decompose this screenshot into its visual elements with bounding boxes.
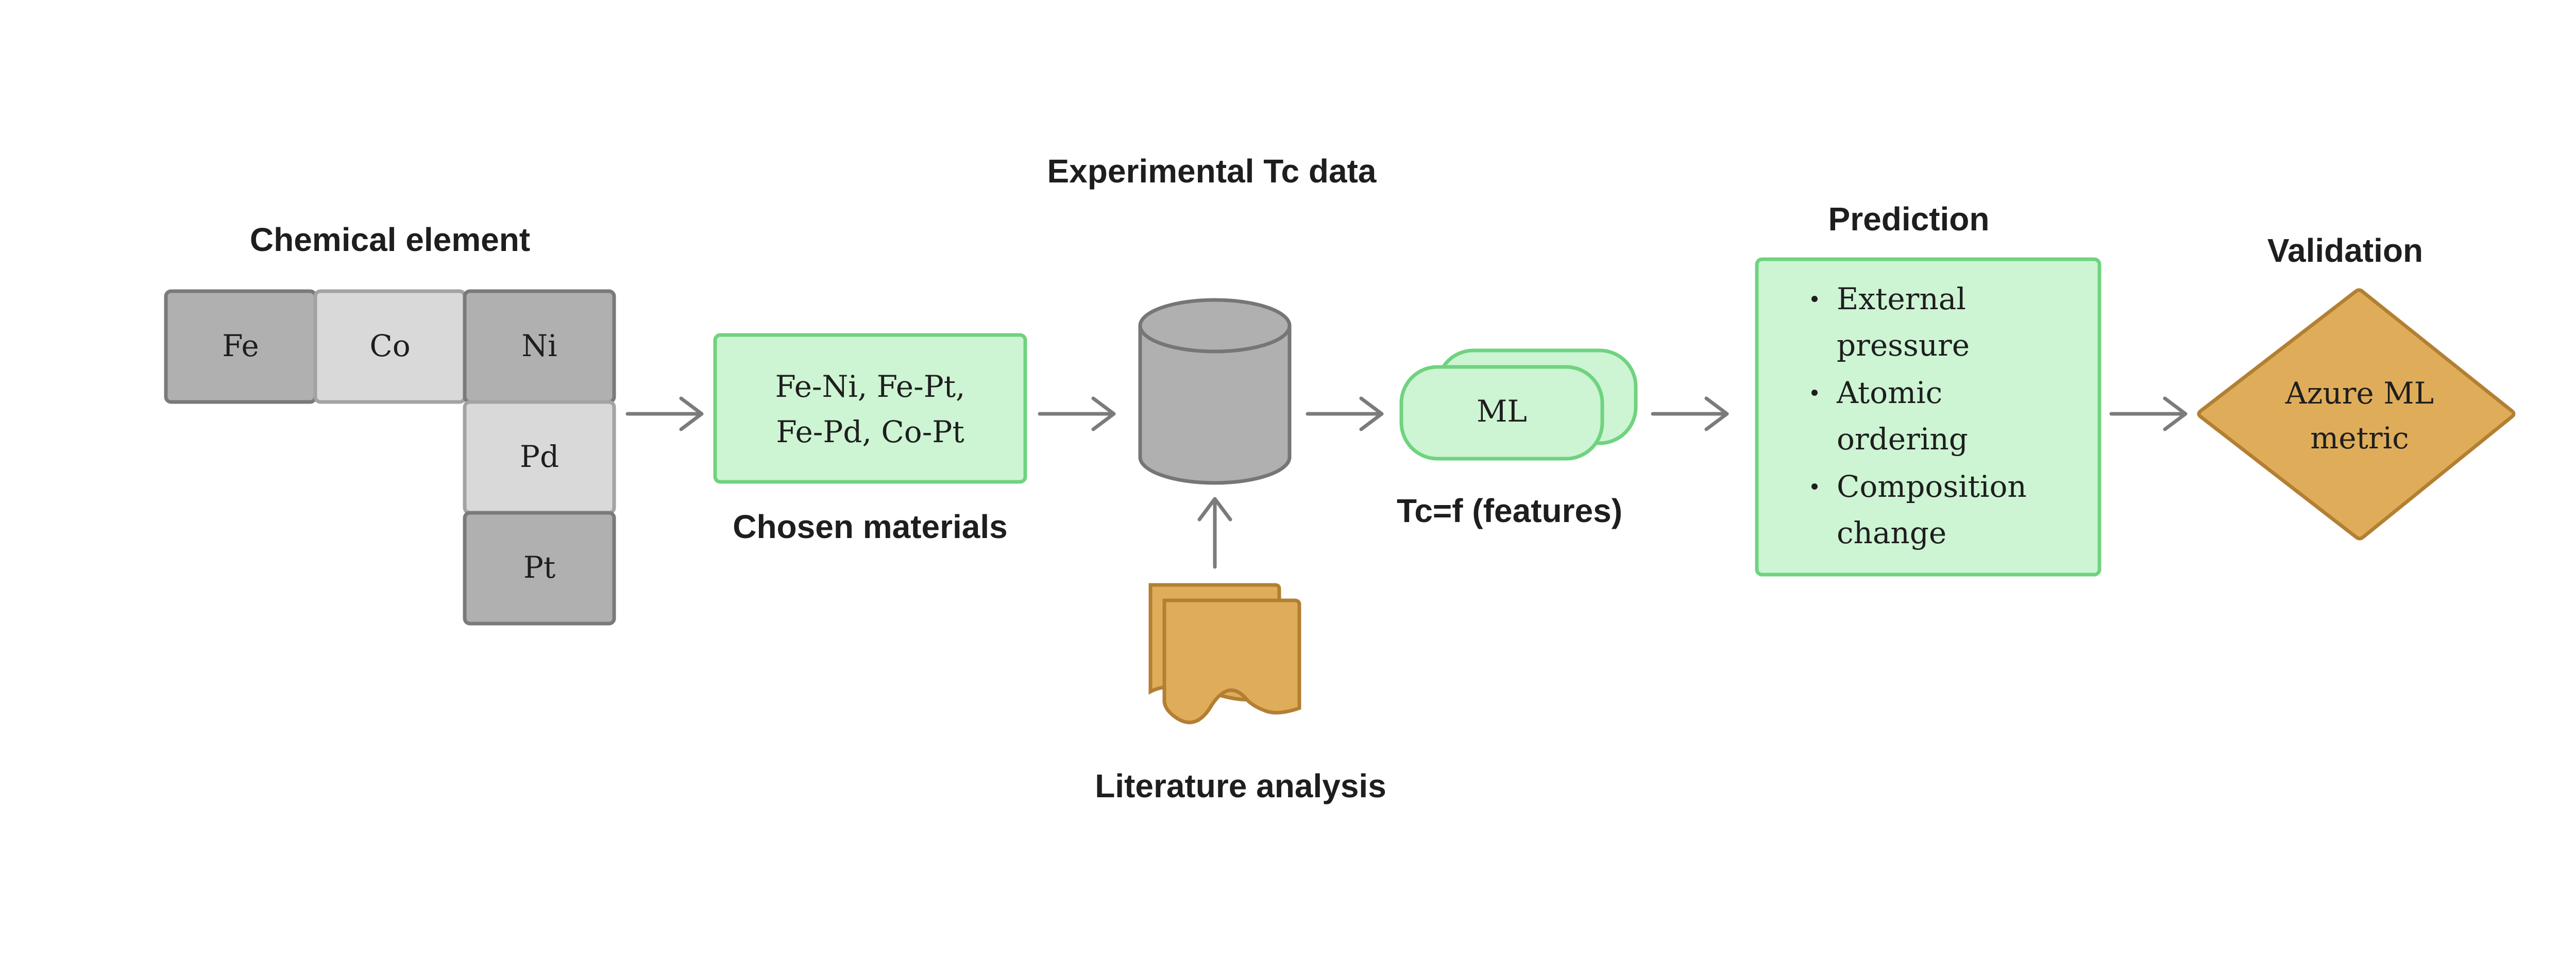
- prediction-box: [1755, 257, 2102, 577]
- arrow-database-to-model: [1306, 396, 1384, 431]
- element-cell-pt: [463, 511, 616, 626]
- ml-model-stack: [1399, 348, 1638, 461]
- periodic-element-grid: Fe Co Ni Pd Pt: [164, 289, 616, 626]
- arrow-literature-to-database: [1197, 497, 1232, 569]
- validation-diamond: [2197, 288, 2516, 541]
- database-cylinder-icon: [1138, 298, 1292, 485]
- model-formula-title: Tc=f (features): [1397, 492, 1622, 529]
- chemical-element-title: Chemical element: [250, 221, 530, 258]
- bullet-2: [1811, 390, 1818, 396]
- validation-title: Validation: [2267, 232, 2423, 269]
- validation-line-2: metric: [2310, 421, 2409, 456]
- prediction-title: Prediction: [1828, 200, 1990, 238]
- chosen-materials-box: [713, 333, 1027, 484]
- element-label-pd: Pd: [520, 439, 559, 474]
- element-label-fe: Fe: [222, 328, 259, 363]
- materials-line-1: Fe-Ni, Fe-Pt,: [775, 369, 965, 404]
- bullet-3: [1811, 483, 1818, 490]
- literature-analysis-title: Literature analysis: [1095, 767, 1386, 804]
- materials-line-2: Fe-Pd, Co-Pt: [776, 414, 964, 449]
- bullet-1: [1811, 296, 1818, 302]
- ml-label: ML: [1477, 394, 1527, 429]
- arrow-elements-to-materials: [625, 396, 704, 431]
- prediction-item-1-line-1: External: [1837, 281, 1966, 316]
- prediction-item-2-line-2: ordering: [1837, 422, 1968, 457]
- prediction-item-1-line-2: pressure: [1837, 328, 1970, 363]
- prediction-item-2-line-1: Atomic: [1836, 375, 1942, 410]
- experimental-data-title: Experimental Tc data: [1047, 153, 1376, 190]
- prediction-list: External pressure Atomic ordering Compos…: [1811, 281, 2027, 550]
- prediction-item-3-line-1: Composition: [1837, 469, 2027, 504]
- prediction-item-3-line-2: change: [1837, 515, 1946, 550]
- documents-icon: [1148, 583, 1301, 725]
- chosen-materials-title: Chosen materials: [733, 508, 1008, 545]
- element-label-ni: Ni: [521, 328, 557, 363]
- element-label-co: Co: [369, 328, 410, 363]
- validation-line-1: Azure ML: [2285, 376, 2434, 411]
- arrow-materials-to-database: [1038, 396, 1116, 431]
- arrow-prediction-to-validation: [2109, 396, 2188, 431]
- element-label-pt: Pt: [523, 550, 555, 585]
- arrow-model-to-prediction: [1651, 396, 1729, 431]
